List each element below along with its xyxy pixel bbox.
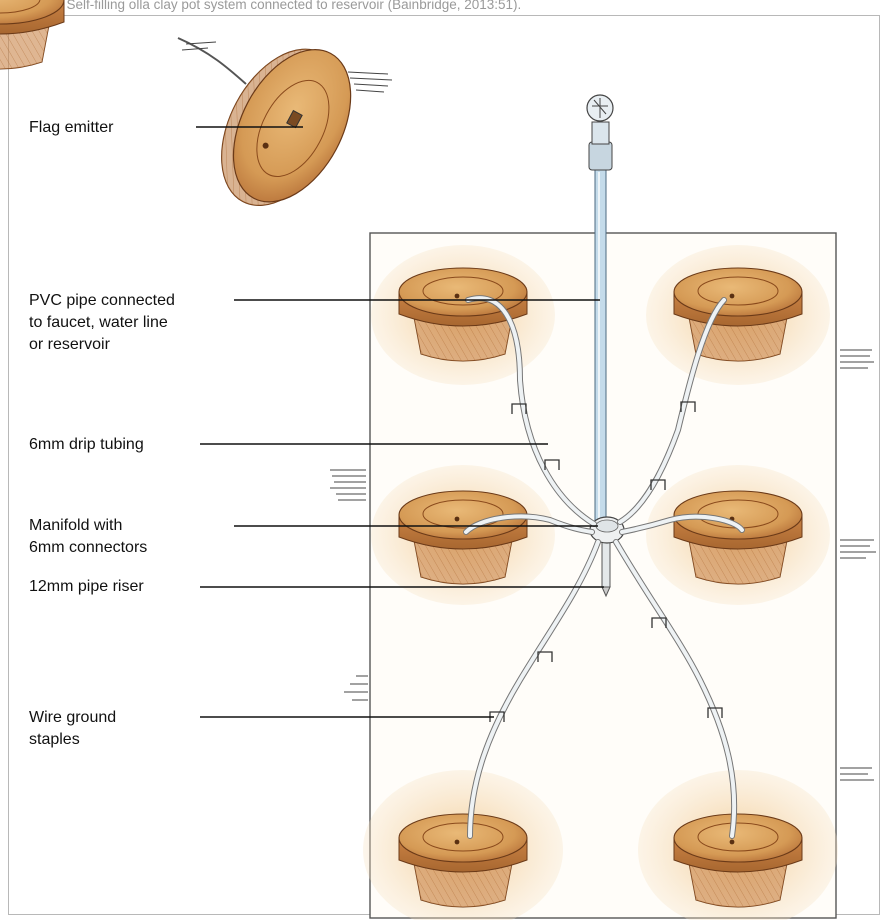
label-pvc-pipe: PVC pipe connected to faucet, water line… (29, 290, 175, 356)
olla-pot (0, 0, 64, 69)
label-manifold: Manifold with 6mm connectors (29, 515, 147, 559)
label-flag-emitter: Flag emitter (29, 117, 113, 139)
label-drip-tubing: 6mm drip tubing (29, 434, 144, 456)
label-pipe-riser: 12mm pipe riser (29, 576, 144, 598)
label-ground-staples: Wire ground staples (29, 707, 116, 751)
